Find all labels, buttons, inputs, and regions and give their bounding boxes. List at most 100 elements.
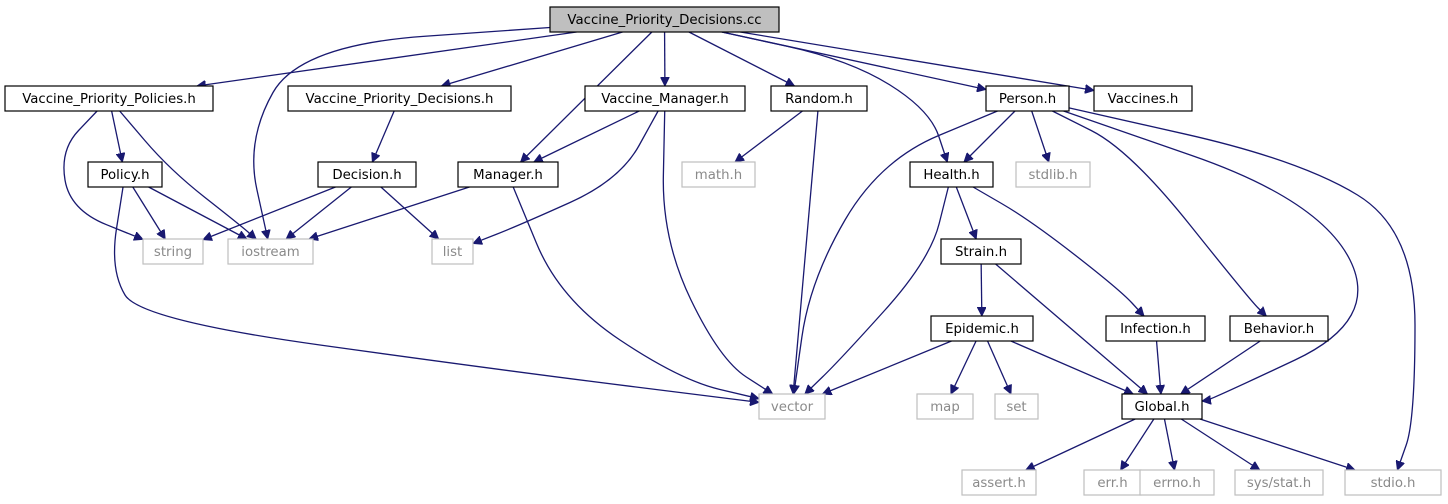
node-label-policy: Policy.h — [100, 168, 149, 183]
edge-policy-to-iostream — [148, 186, 247, 240]
edge-random-to-math — [735, 110, 803, 162]
node-box-vector — [758, 393, 826, 420]
node-label-root: Vaccine_Priority_Decisions.cc — [567, 13, 761, 28]
node-box-list — [431, 238, 474, 265]
node-box-sysstat — [1234, 469, 1324, 496]
edge-vpd-to-decision — [372, 110, 395, 162]
node-random[interactable]: Random.h — [770, 85, 868, 112]
node-box-string — [142, 238, 204, 265]
node-box-root — [549, 6, 780, 33]
node-infection[interactable]: Infection.h — [1105, 315, 1206, 342]
edge-policy-to-string — [132, 186, 166, 239]
node-label-vman: Vaccine_Manager.h — [601, 92, 729, 107]
edge-manager-to-vector — [512, 186, 759, 399]
edge-epidemic-to-global — [1010, 340, 1133, 394]
node-box-map — [916, 393, 974, 420]
edge-person-to-health — [964, 110, 1016, 162]
nodes-layer: Vaccine_Priority_Decisions.ccVaccine_Pri… — [4, 6, 1442, 496]
node-label-health: Health.h — [923, 168, 979, 183]
node-box-decision — [317, 161, 417, 188]
edge-strain-to-epidemic — [981, 263, 982, 316]
node-label-decision: Decision.h — [332, 168, 401, 183]
node-behavior[interactable]: Behavior.h — [1229, 315, 1329, 342]
node-label-math: math.h — [695, 168, 742, 183]
node-box-random — [770, 85, 868, 112]
node-vman[interactable]: Vaccine_Manager.h — [584, 85, 746, 112]
edge-epidemic-to-vector — [822, 340, 952, 394]
edge-person-to-global — [1063, 110, 1359, 401]
node-vpp[interactable]: Vaccine_Priority_Policies.h — [4, 85, 214, 112]
node-label-sysstat: sys/stat.h — [1247, 476, 1311, 491]
node-box-vpp — [4, 85, 214, 112]
edge-policy-to-vector — [113, 186, 759, 402]
node-err: err.h — [1083, 469, 1142, 496]
edge-global-to-stdio — [1199, 418, 1355, 470]
edge-root-to-vpp — [197, 31, 577, 86]
node-label-assert: assert.h — [972, 476, 1026, 491]
edge-infection-to-global — [1157, 340, 1161, 394]
node-strain[interactable]: Strain.h — [940, 238, 1022, 265]
node-errno: errno.h — [1139, 469, 1215, 496]
edge-root-to-iostream — [253, 26, 551, 239]
edge-vman-to-manager — [534, 110, 640, 162]
edge-strain-to-global — [995, 263, 1148, 394]
node-label-random: Random.h — [785, 92, 853, 107]
node-label-manager: Manager.h — [473, 168, 543, 183]
edge-random-to-vector — [793, 110, 819, 394]
node-box-policy — [87, 161, 163, 188]
node-math: math.h — [681, 161, 756, 188]
node-label-person: Person.h — [999, 92, 1056, 107]
node-epidemic[interactable]: Epidemic.h — [930, 315, 1034, 342]
edge-epidemic-to-set — [986, 340, 1011, 394]
node-string: string — [142, 238, 204, 265]
node-box-vaccines — [1093, 85, 1193, 112]
node-health[interactable]: Health.h — [909, 161, 994, 188]
node-person[interactable]: Person.h — [985, 85, 1070, 112]
node-stdlib: stdlib.h — [1015, 161, 1091, 188]
node-box-assert — [961, 469, 1037, 496]
edge-person-to-vector — [794, 110, 998, 394]
edge-person-to-behavior — [1052, 110, 1266, 316]
edge-global-to-sysstat — [1180, 418, 1260, 470]
node-label-string: string — [154, 245, 192, 260]
node-policy[interactable]: Policy.h — [87, 161, 163, 188]
node-label-stdlib: stdlib.h — [1028, 168, 1077, 183]
node-label-strain: Strain.h — [955, 245, 1007, 260]
node-root[interactable]: Vaccine_Priority_Decisions.cc — [549, 6, 780, 33]
node-label-epidemic: Epidemic.h — [945, 322, 1019, 337]
node-box-iostream — [227, 238, 314, 265]
node-vaccines[interactable]: Vaccines.h — [1093, 85, 1193, 112]
node-decision[interactable]: Decision.h — [317, 161, 417, 188]
edge-decision-to-iostream — [286, 186, 352, 239]
edge-root-to-person — [721, 31, 986, 89]
edge-vpp-to-iostream — [119, 110, 256, 239]
node-label-errno: errno.h — [1153, 476, 1201, 491]
edge-global-to-assert — [1026, 418, 1136, 470]
node-box-stdlib — [1015, 161, 1091, 188]
node-map: map — [916, 393, 974, 420]
node-vpd[interactable]: Vaccine_Priority_Decisions.h — [287, 85, 512, 112]
node-box-infection — [1105, 315, 1206, 342]
edge-health-to-infection — [972, 186, 1144, 316]
node-label-iostream: iostream — [241, 245, 299, 260]
node-box-epidemic — [930, 315, 1034, 342]
edge-behavior-to-global — [1181, 340, 1261, 394]
node-box-health — [909, 161, 994, 188]
edge-manager-to-iostream — [309, 186, 470, 239]
edge-vman-to-list — [473, 110, 659, 243]
node-global[interactable]: Global.h — [1121, 393, 1203, 420]
node-list: list — [431, 238, 474, 265]
node-box-math — [681, 161, 756, 188]
edges-layer — [63, 26, 1416, 470]
node-manager[interactable]: Manager.h — [457, 161, 559, 188]
node-label-infection: Infection.h — [1120, 322, 1191, 337]
edge-health-to-strain — [955, 186, 976, 239]
node-label-map: map — [930, 400, 960, 415]
node-box-person — [985, 85, 1070, 112]
node-iostream: iostream — [227, 238, 314, 265]
node-label-behavior: Behavior.h — [1244, 322, 1314, 337]
node-box-set — [994, 393, 1039, 420]
node-box-strain — [940, 238, 1022, 265]
node-label-stdio: stdio.h — [1371, 476, 1416, 491]
node-box-stdio — [1344, 469, 1442, 496]
